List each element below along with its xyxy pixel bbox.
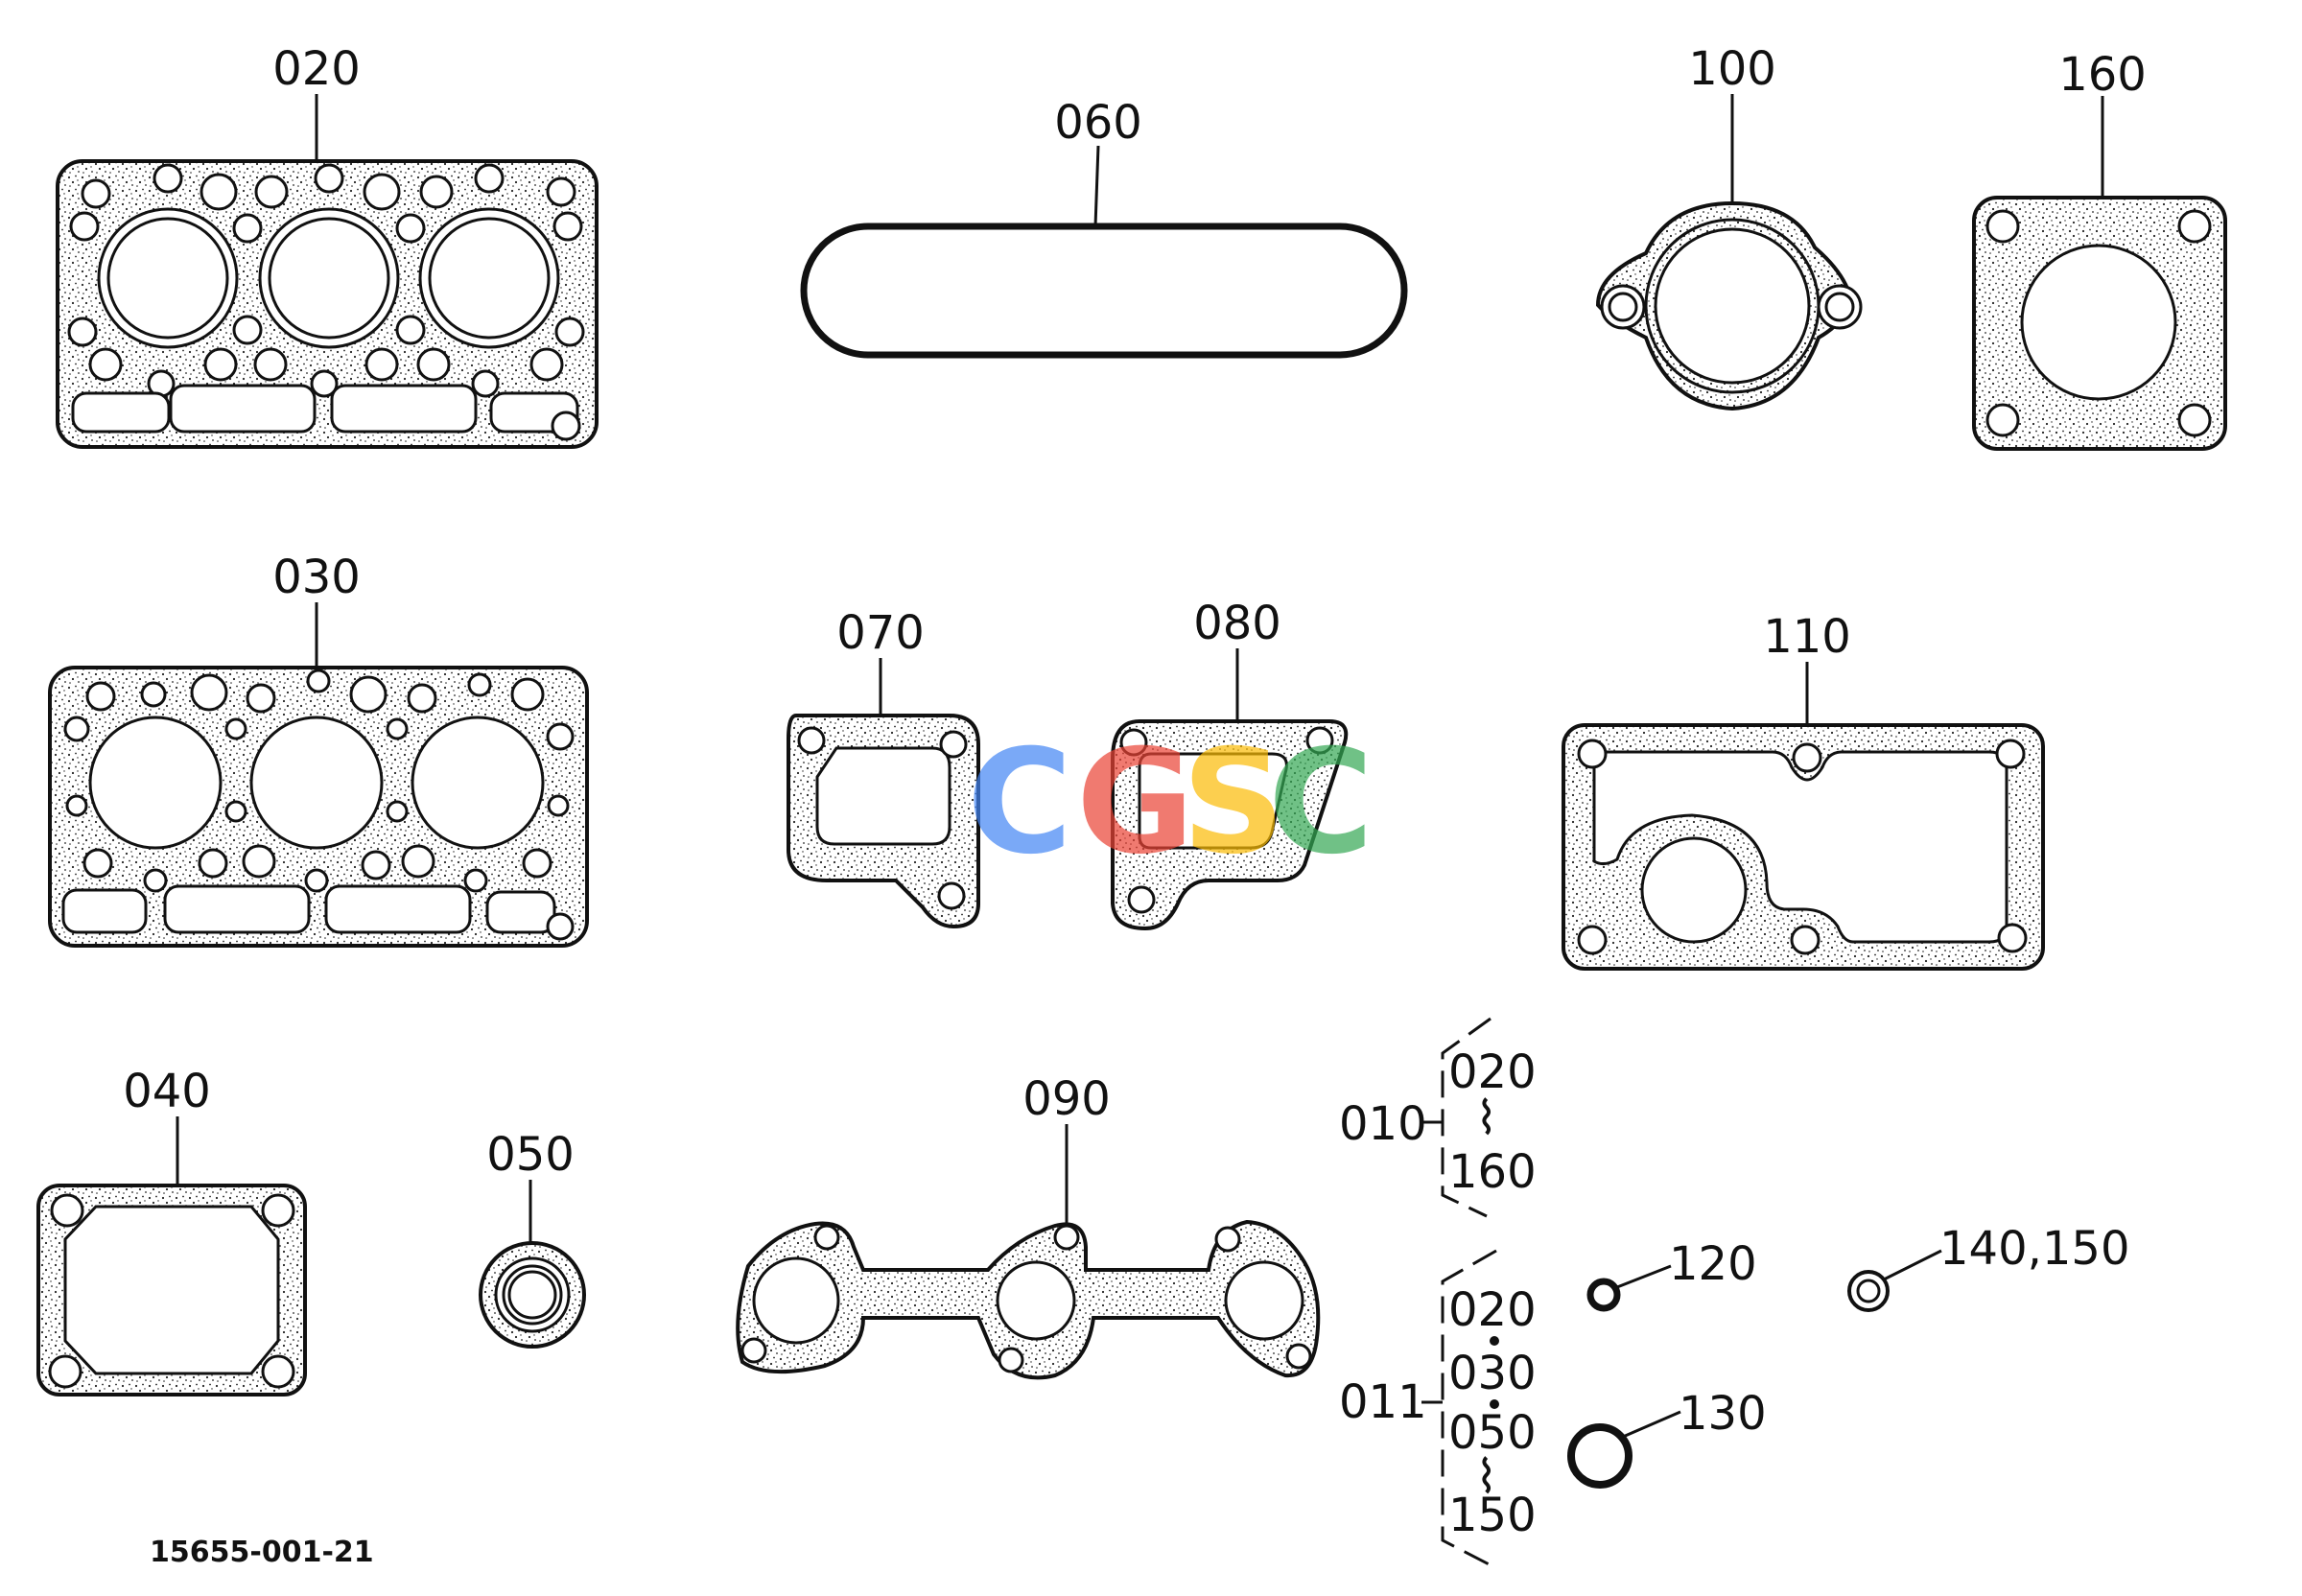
kit-010-bracket: 010 020 ⌇ 160 [1339,1017,1537,1218]
kit-011-dot-2 [1490,1399,1499,1409]
leader-line-060 [1093,145,1100,227]
watermark-logo: C G S C [967,719,1374,886]
leader-line-140-150 [1883,1249,1942,1281]
drawing-number: 15655-001-21 [150,1536,374,1569]
callout-130: 130 [1679,1387,1767,1441]
watermark-letter-4: C [1268,719,1374,886]
gasket-opening [63,1205,280,1375]
kit-011-dot-1 [1490,1336,1499,1346]
callout-140-150: 140,150 [1939,1222,2130,1276]
washer-140-150: 140,150 [1847,1222,2130,1312]
kit-010-brace [1441,1017,1492,1218]
cover-gasket-040: 040 [36,1065,307,1396]
kit-011-id: 011 [1339,1375,1427,1429]
washer-inner [1856,1279,1881,1303]
kit-011-bracket: 011 020 030 050 ⌇ 150 [1339,1249,1537,1571]
gasket-opening [815,746,951,846]
kit-011-range-mark: ⌇ [1475,1450,1497,1504]
callout-030: 030 [272,551,361,604]
watermark-letter-2: G [1076,719,1194,886]
callout-160: 160 [2058,48,2147,102]
outlet-gasket-100: 100 [1595,42,1863,411]
oring-130-shape [1567,1423,1633,1489]
callout-040: 040 [123,1065,211,1118]
oring-band [800,223,1408,359]
callout-100: 100 [1688,42,1776,96]
kit-010-from: 020 [1448,1045,1537,1099]
callout-090: 090 [1022,1072,1111,1126]
callout-070: 070 [836,606,925,660]
oring-120: 120 [1586,1237,1757,1312]
kit-011-to: 150 [1448,1489,1537,1542]
kit-010-id: 010 [1339,1097,1427,1151]
oring-band-060: 060 [800,96,1408,359]
flange-gasket-080: 080 [1111,597,1349,931]
kit-010-to: 160 [1448,1145,1537,1199]
gasket-opening [1592,750,2008,944]
gasket-opening [1138,752,1288,850]
seal-050: 050 [479,1128,586,1349]
callout-080: 080 [1193,597,1281,650]
washer-outer [1847,1270,1890,1312]
manifold-gasket-090: 090 [736,1072,1321,1380]
flange-gasket-160: 160 [1972,48,2227,451]
flange-gasket-070: 070 [787,606,980,929]
cover-gasket-110: 110 [1562,610,2045,971]
gasket-holes [67,163,585,441]
watermark-letter-3: S [1182,719,1285,886]
callout-050: 050 [486,1128,575,1182]
callout-020: 020 [272,42,361,96]
oring-120-shape [1586,1278,1621,1312]
kit-011-item-3: 050 [1448,1406,1537,1460]
kit-011-item-1: 020 [1448,1283,1537,1337]
head-gasket-030: 030 [48,551,589,948]
leader-line-130 [1622,1410,1681,1439]
leader-line-120 [1616,1264,1672,1289]
kit-010-range-mark: ⌇ [1475,1091,1497,1145]
callout-120: 120 [1669,1237,1757,1291]
kit-011-item-2: 030 [1448,1347,1537,1400]
head-gasket-020: 020 [56,42,599,449]
watermark-letter-1: C [967,719,1072,886]
callout-060: 060 [1054,96,1142,150]
oring-130: 130 [1567,1387,1767,1489]
kit-011-brace [1441,1249,1499,1571]
gasket-holes [61,669,575,941]
callout-110: 110 [1763,610,1851,664]
